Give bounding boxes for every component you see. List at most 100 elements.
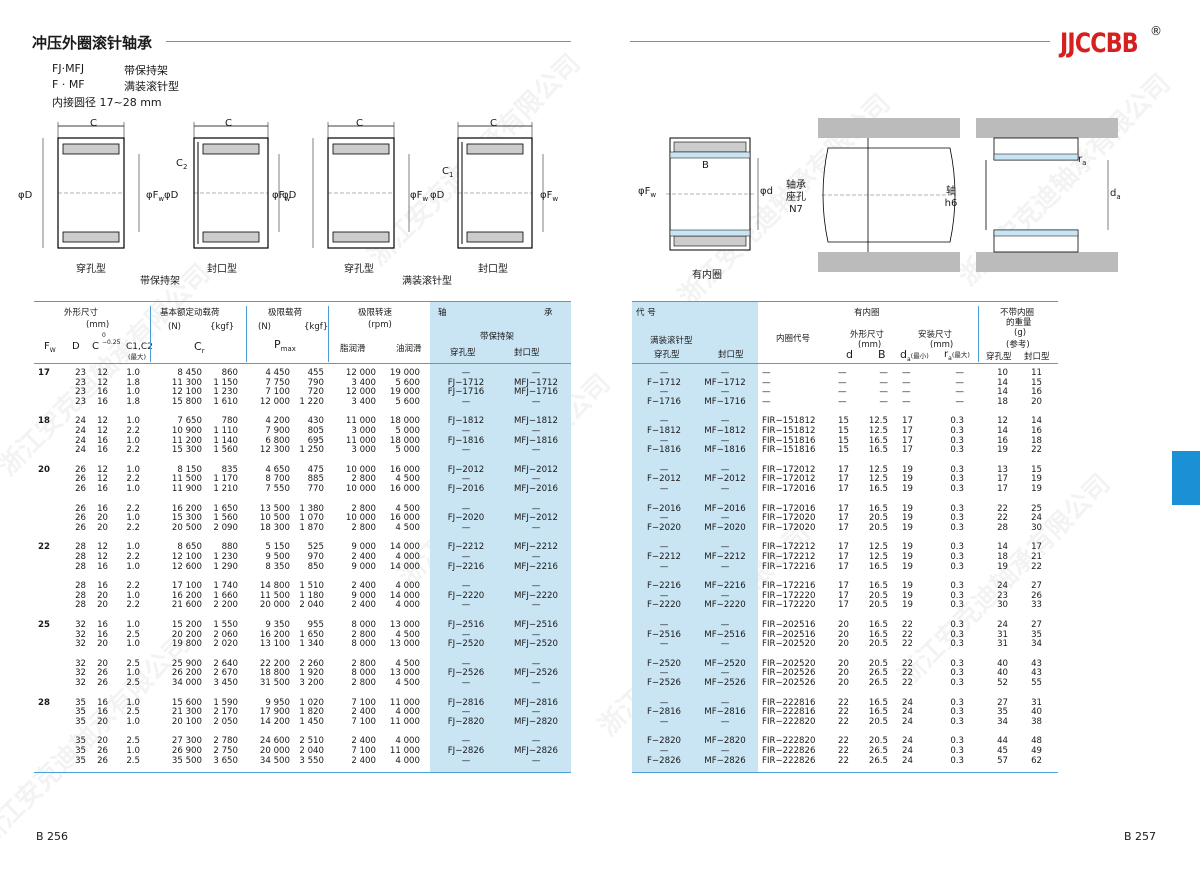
table-cell-g: 9 000: [351, 561, 376, 572]
caption-closed: 封口型: [207, 264, 237, 275]
table-cell-ra: 0.3: [950, 639, 964, 650]
table-cell-ck: —: [659, 639, 669, 650]
table-cell-w1: 28: [997, 522, 1008, 533]
table-cell-p: 13 500: [259, 503, 290, 514]
table-cell-fk: —: [720, 484, 730, 494]
table-cell-p: 16 200: [259, 629, 290, 640]
table-cell-ck: F−2826: [646, 755, 681, 766]
table-cell-crk: 1 660: [213, 590, 238, 601]
table-cell-ck: F−2020: [646, 522, 681, 533]
table-cell-B: —: [879, 387, 888, 398]
table-cell-fk: MF−2820: [704, 736, 746, 747]
table-cell-ck: FJ−2220: [447, 590, 485, 601]
table-cell-g: 11 000: [345, 435, 376, 446]
table-cell-o: 19 000: [389, 368, 420, 378]
table-cell-w2: 30: [1031, 522, 1042, 533]
table-cell-cr: 27 300: [171, 736, 202, 747]
table-cell-ck: —: [461, 629, 471, 640]
table-cell-p: 4 450: [265, 368, 290, 378]
table-cell-da: 19: [902, 600, 913, 611]
table-cell-g: 2 400: [351, 707, 376, 718]
table-cell-C: 20: [97, 522, 108, 533]
h-Cr: Cr: [194, 340, 205, 356]
table-cell-w2: 43: [1031, 668, 1042, 679]
table-cell-ra: 0.3: [950, 736, 964, 747]
h-kgf: {kgf}: [210, 322, 235, 332]
table-cell-w2: 16: [1031, 426, 1042, 436]
table-cell-ra: 0.3: [950, 542, 964, 553]
table-cell-pk: 1 820: [299, 707, 324, 718]
h-bearing: 承: [544, 308, 553, 318]
table-cell-w1: 13: [997, 464, 1008, 475]
table-cell-o: 11 000: [389, 697, 420, 708]
table-cell-d: 22: [838, 755, 849, 766]
table-cell-da: 24: [902, 697, 913, 708]
table-cell-g: 10 000: [345, 484, 376, 494]
h-install: 安装尺寸: [918, 330, 953, 340]
table-cell-ic: FIR−172216: [762, 581, 816, 592]
table-cell-o: 16 000: [389, 464, 420, 475]
table-cell-fw: 17: [38, 368, 50, 378]
table-cell-C1: 1.0: [126, 561, 140, 572]
table-cell-w1: 35: [997, 707, 1008, 718]
table-cell-g: 8 000: [351, 639, 376, 650]
table-cell-pk: 475: [307, 464, 324, 475]
table-cell-g: 3 000: [351, 426, 376, 436]
table-cell-ic: FIR−202516: [762, 629, 816, 640]
table-cell-B: 20.5: [868, 522, 888, 533]
table-cell-ic: FIR−172020: [762, 513, 816, 524]
table-cell-ck: FJ−2012: [447, 464, 485, 475]
dim-phiFw: φFw: [540, 190, 559, 203]
table-cell-C: 12: [97, 416, 108, 427]
table-cell-crk: 835: [221, 464, 238, 475]
table-cell-B: 16.5: [868, 435, 888, 446]
table-cell-ic: FIR−151816: [762, 435, 816, 446]
h-C1C2: C1,C2: [126, 342, 153, 352]
table-cell-pk: 1 220: [299, 396, 324, 407]
table-cell-ck: F−1716: [646, 396, 681, 407]
table-cell-pk: 2 260: [299, 658, 324, 669]
table-cell-ra: 0.3: [950, 581, 964, 592]
table-cell-ck: —: [659, 590, 669, 601]
table-cell-ic: FIR−151812: [762, 426, 816, 436]
table-cell-o: 5 000: [395, 445, 420, 456]
table-cell-crk: 3 450: [213, 678, 238, 688]
table-cell-p: 8 700: [265, 474, 290, 485]
table-cell-C1: 1.0: [126, 590, 140, 601]
table-cell-pk: 2 040: [299, 600, 324, 611]
table-cell-pk: 455: [307, 368, 324, 378]
table-cell-C: 20: [97, 600, 108, 611]
table-cell-D: 35: [75, 707, 86, 718]
table-cell-crk: 1 560: [213, 445, 238, 456]
table-cell-da: 22: [902, 620, 913, 630]
table-cell-o: 4 500: [395, 474, 420, 485]
caption-closed: 封口型: [478, 264, 508, 275]
table-cell-fk: MF−2212: [704, 552, 746, 562]
table-cell-o: 4 500: [395, 503, 420, 514]
table-cell-ck: F−2012: [646, 474, 681, 485]
table-cell-ic: FIR−222826: [762, 755, 816, 766]
table-cell-ic: FIR−151816: [762, 445, 816, 456]
h-full: 满装滚针型: [650, 336, 693, 346]
table-cell-ra: 0.3: [950, 552, 964, 562]
table-cell-g: 2 800: [351, 678, 376, 688]
table-cell-w1: 16: [997, 435, 1008, 446]
table-cell-C1: 2.2: [126, 426, 140, 436]
table-cell-g: 11 000: [345, 416, 376, 427]
table-cell-C1: 2.2: [126, 581, 140, 592]
table-cell-fk: —: [720, 590, 730, 601]
dim-phiFw: φFw: [638, 186, 657, 199]
header-rule: [630, 41, 1050, 42]
table-cell-fk: MFJ−1812: [514, 416, 558, 427]
table-cell-pk: 1 510: [299, 581, 324, 592]
table-cell-d: 22: [838, 716, 849, 727]
